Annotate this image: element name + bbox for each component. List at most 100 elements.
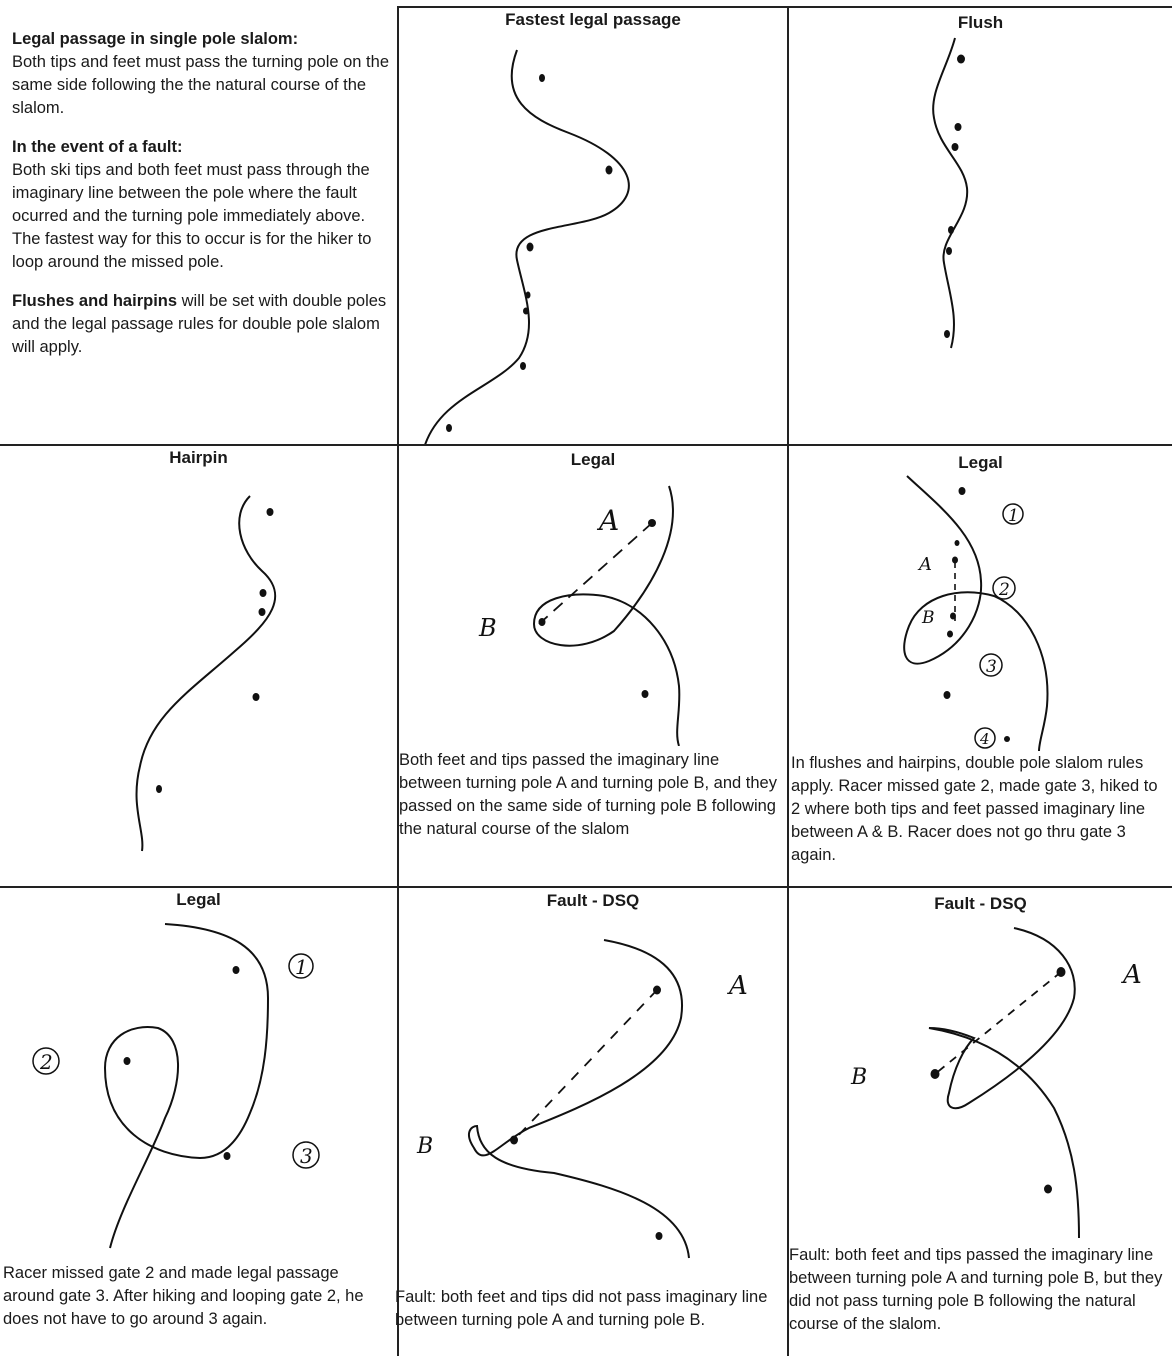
pole	[957, 54, 965, 64]
legal-double-pole-sketch: A B 1 2 3 4	[903, 475, 1049, 752]
intro-rule-3: Flushes and hairpins will be set with do…	[12, 290, 392, 359]
ski-path	[903, 475, 1049, 752]
pole	[605, 165, 613, 175]
ski-path	[932, 37, 969, 349]
pole-a	[653, 985, 661, 995]
pole	[641, 690, 649, 698]
pole-b	[950, 612, 956, 620]
panel-title: Legal	[958, 453, 1003, 472]
gate-number-1: 1	[295, 955, 308, 979]
pole	[958, 487, 966, 495]
intro-text-block: Legal passage in single pole slalom: Both…	[12, 28, 392, 375]
pole	[951, 143, 959, 151]
pole	[525, 291, 531, 299]
panel-title: Fault - DSQ	[934, 894, 1027, 913]
gate-number-4: 4	[979, 730, 990, 748]
intro-rule-1: Legal passage in single pole slalom: Both…	[12, 28, 392, 120]
pole	[258, 608, 266, 616]
pole	[259, 589, 267, 597]
ski-path	[532, 485, 681, 746]
label-pole-a: A	[727, 971, 748, 1001]
pole-gate-1	[232, 966, 240, 974]
gate-marker-3	[979, 653, 1003, 677]
panel-caption: In flushes and hairpins, double pole sla…	[791, 754, 1158, 864]
gate-number-3: 3	[986, 657, 997, 677]
gate-marker-3	[292, 1141, 320, 1169]
pole	[266, 508, 274, 516]
intro-heading-2: In the event of a fault:	[12, 138, 183, 156]
pole	[156, 785, 162, 793]
panel-title: Fastest legal passage	[505, 10, 681, 29]
pole-a	[648, 519, 656, 527]
pole	[954, 540, 960, 546]
grid-horizontal-2	[0, 886, 1172, 888]
imaginary-line	[934, 971, 1062, 1075]
panel-title: Legal	[570, 450, 616, 469]
pole	[944, 330, 950, 338]
intro-heading-1: Legal passage in single pole slalom:	[12, 30, 299, 48]
gate-number-3: 3	[300, 1144, 313, 1168]
imaginary-line	[538, 522, 653, 625]
fault-dsq-2-sketch: A B	[850, 927, 1142, 1239]
label-pole-a: A	[596, 504, 619, 537]
panel-caption: Both feet and tips passed the imaginary …	[399, 751, 777, 838]
pole	[1044, 1184, 1052, 1194]
fault-dsq-1-sketch: A B	[416, 939, 748, 1259]
panel-legal-single-pole: Legal A B Both feet and tips passed the …	[399, 446, 787, 886]
intro-text-3: will be set with double poles and the le…	[12, 292, 387, 356]
gate-marker-1	[288, 953, 314, 979]
pole	[947, 630, 953, 638]
pole	[520, 362, 526, 370]
pole-b	[510, 1135, 518, 1145]
grid-top-line	[398, 6, 1172, 8]
pole	[1004, 736, 1010, 742]
pole-b	[538, 618, 546, 626]
gate-marker-2	[992, 576, 1016, 600]
pole-b	[930, 1069, 940, 1079]
panel-legal-loop: Legal 1 2 3 Racer missed gate 2 and made…	[0, 888, 397, 1356]
gate-marker-1	[1002, 503, 1024, 525]
panel-title: Hairpin	[169, 448, 228, 467]
gate-marker-4	[974, 727, 996, 749]
panel-caption: Fault: both feet and tips did not pass i…	[395, 1288, 768, 1329]
intro-text-1: Both tips and feet must pass the turning…	[12, 53, 389, 117]
panel-fault-dsq-2: Fault - DSQ A B Fault: both feet and tip…	[789, 888, 1172, 1356]
legal-single-pole-sketch: A B	[478, 485, 681, 746]
ski-path	[135, 495, 277, 852]
label-pole-b: B	[850, 1065, 867, 1090]
intro-text-2: Both ski tips and both feet must pass th…	[12, 161, 372, 271]
intro-rule-2: In the event of a fault: Both ski tips an…	[12, 136, 392, 274]
ski-path	[928, 927, 1080, 1239]
ski-path	[467, 939, 690, 1259]
pole	[946, 247, 952, 255]
hairpin-sketch	[135, 495, 277, 852]
panel-legal-double-pole: Legal A B 1 2 3 4 In flushes and hairpin…	[789, 446, 1172, 886]
pole	[655, 1232, 663, 1240]
label-pole-b: B	[921, 608, 935, 628]
imaginary-line	[513, 989, 658, 1141]
grid-vertical-2	[787, 6, 789, 1356]
pole	[948, 226, 954, 234]
panel-hairpin: Hairpin	[0, 446, 397, 886]
grid-horizontal-1	[0, 444, 1172, 446]
fastest-passage-sketch	[424, 49, 630, 444]
gate-number-2: 2	[39, 1050, 53, 1074]
ski-path	[424, 49, 630, 444]
pole	[252, 693, 260, 701]
intro-bold-3: Flushes and hairpins	[12, 292, 178, 310]
label-pole-b: B	[478, 614, 497, 642]
legal-loop-sketch: 1 2 3	[32, 923, 320, 1249]
pole	[539, 74, 545, 82]
panel-title: Legal	[176, 890, 221, 909]
pole	[446, 424, 452, 432]
pole-gate-3	[223, 1152, 231, 1160]
pole	[523, 307, 529, 315]
panel-title: Flush	[957, 13, 1004, 32]
label-pole-b: B	[416, 1134, 433, 1159]
label-pole-a: A	[917, 554, 932, 575]
panel-fault-dsq-1: Fault - DSQ A B Fault: both feet and tip…	[395, 888, 787, 1356]
panel-fastest-legal-passage: Fastest legal passage	[399, 8, 787, 444]
pole	[526, 242, 534, 252]
ski-path	[103, 923, 270, 1249]
panel-flush: Flush	[789, 8, 1172, 444]
